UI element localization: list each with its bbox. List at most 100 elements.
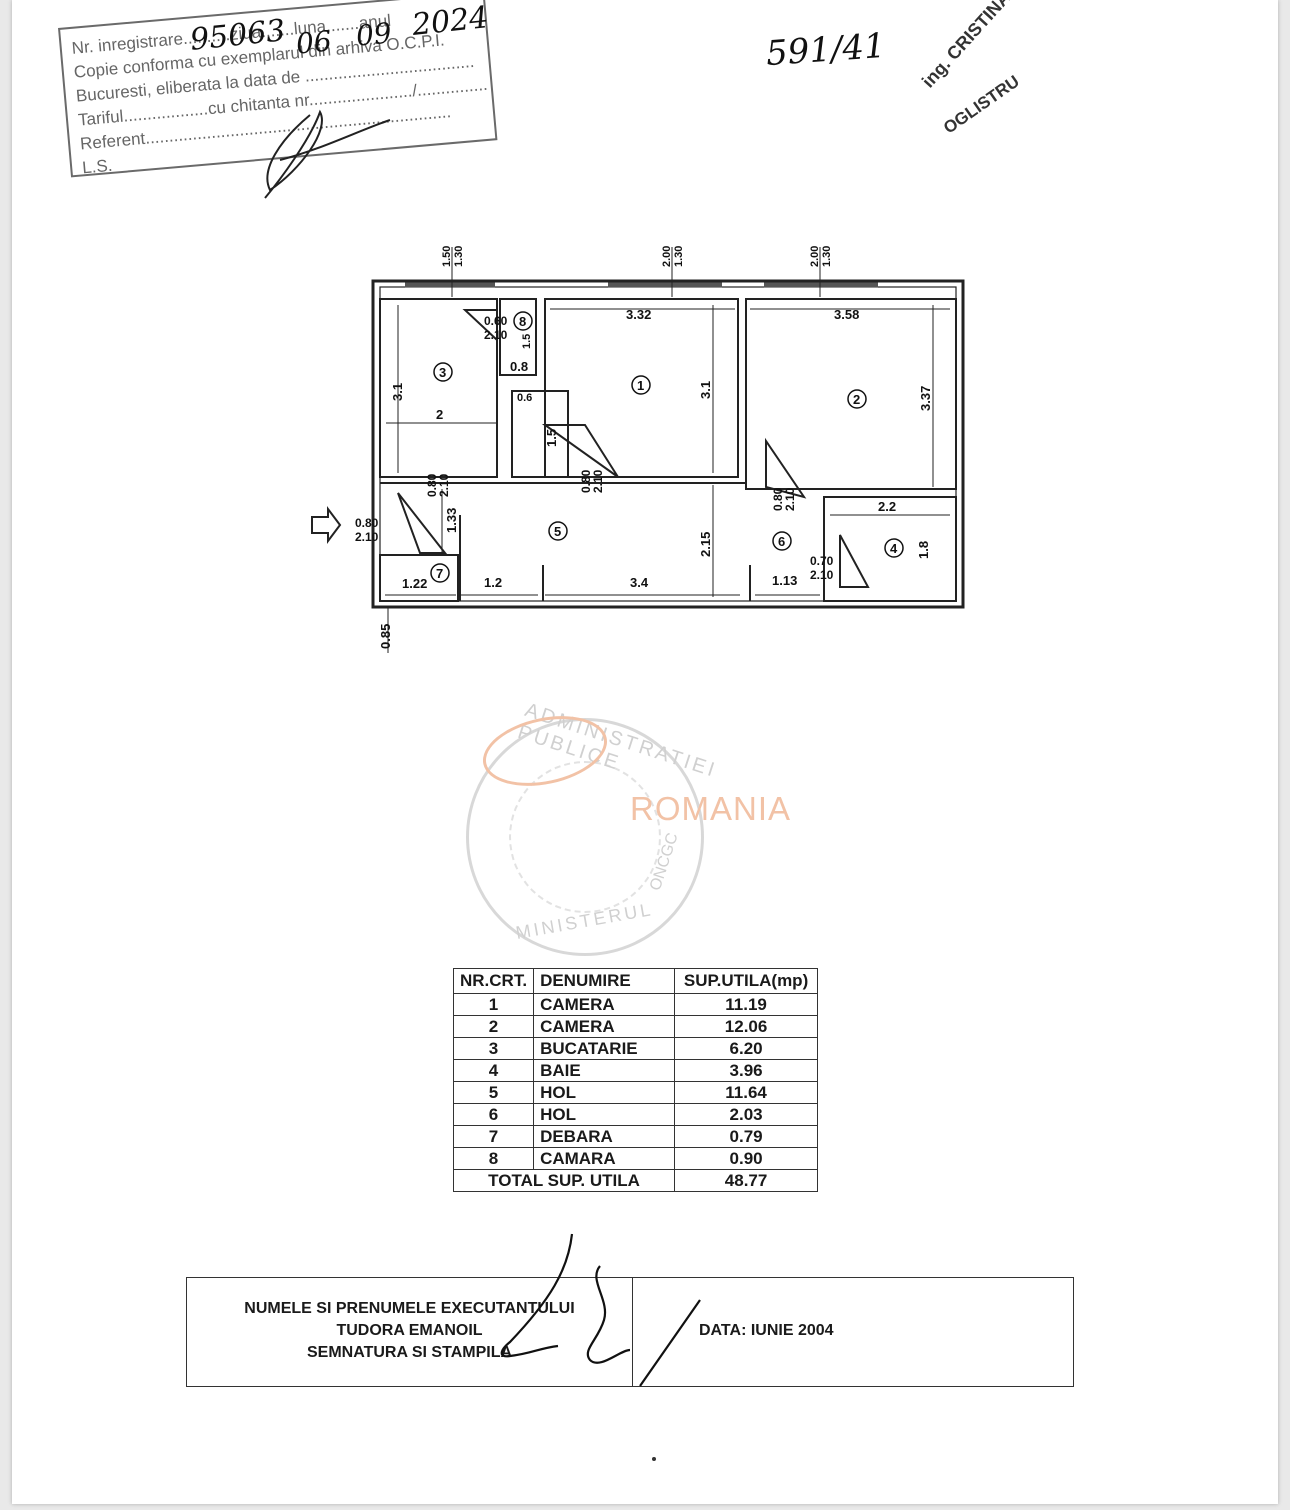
table-header-row: NR.CRT. DENUMIRE SUP.UTILA(mp) (452, 968, 819, 994)
row-area: 11.64 (674, 1081, 819, 1104)
watermark-text: ROMANIA (630, 790, 792, 827)
signature-label: SEMNATURA SI STAMPILA (306, 1344, 513, 1361)
door-bath-height: 2.10 (810, 568, 834, 582)
row-name: CAMERA (533, 1015, 676, 1038)
door-room1-height: 2.10 (591, 469, 605, 493)
dim-room2-depth: 3.37 (918, 386, 933, 411)
header-nr: NR.CRT. (452, 968, 535, 994)
row-nr: 4 (452, 1059, 535, 1082)
referent-signature (264, 109, 391, 199)
row-name: CAMARA (533, 1147, 676, 1170)
row-nr: 7 (452, 1125, 535, 1148)
window-2-width: 2.00 (661, 246, 673, 267)
door-kitchen-width: 0.80 (425, 473, 439, 497)
row-nr: 8 (452, 1147, 535, 1170)
dim-room1-width: 3.32 (626, 307, 651, 322)
page-dot (652, 1457, 656, 1461)
room-label-8: 8 (519, 314, 526, 329)
header-area: SUP.UTILA(mp) (674, 968, 819, 994)
executor-box: NUMELE SI PRENUMELE EXECUTANTULUI TUDORA… (186, 1277, 1074, 1387)
door-entrance-width: 0.80 (355, 516, 379, 530)
floor-plan: 3 1 2 4 5 6 7 8 1.50 1.30 2.00 1.30 2.00… (311, 246, 965, 653)
row-area: 3.96 (674, 1059, 819, 1082)
row-name: BAIE (533, 1059, 676, 1082)
row-nr: 5 (452, 1081, 535, 1104)
dim-closet-depth: 1.5 (544, 429, 559, 447)
dim-room2-width: 3.58 (834, 307, 859, 322)
window-1-height: 1.30 (453, 246, 465, 267)
door-room2-height: 2.10 (783, 487, 797, 511)
row-area: 0.90 (674, 1147, 819, 1170)
executor-signature (500, 1233, 701, 1387)
row-name: HOL (533, 1081, 676, 1104)
window-1-width: 1.50 (441, 246, 453, 267)
row-nr: 1 (452, 993, 535, 1016)
door-kitchen-height: 2.10 (437, 473, 451, 497)
row-area: 2.03 (674, 1103, 819, 1126)
table-total-row: TOTAL SUP. UTILA 48.77 (452, 1169, 819, 1192)
dim-camara-width: 0.8 (510, 359, 528, 374)
dim-entry-depth: 1.33 (444, 508, 459, 533)
dim-hall6-width: 1.13 (772, 573, 797, 588)
window-2-height: 1.30 (673, 246, 685, 267)
door-room2-width: 0.80 (771, 487, 785, 511)
row-name: BUCATARIE (533, 1037, 676, 1060)
handwritten-month: 09 (354, 16, 394, 53)
official-seal: ADMINISTRATIEI PUBLICE MINISTERUL ONCGC (466, 699, 720, 956)
dim-room1-depth: 3.1 (698, 381, 713, 399)
handwritten-day: 06 (294, 24, 334, 61)
reference-number: 591/41 (764, 25, 887, 75)
room-label-2: 2 (853, 392, 860, 407)
dim-debara-width: 1.22 (402, 576, 427, 591)
executor-info: NUMELE SI PRENUMELE EXECUTANTULUI TUDORA… (187, 1298, 632, 1364)
room-label-1: 1 (637, 378, 644, 393)
dim-wall-offset: 0.85 (378, 624, 393, 649)
dim-closet-width: 0.6 (517, 392, 532, 404)
dim-bath-width: 2.2 (878, 499, 896, 514)
row-name: DEBARA (533, 1125, 676, 1148)
room-label-5: 5 (554, 524, 561, 539)
header-name: DENUMIRE (533, 968, 676, 994)
door-entrance-height: 2.10 (355, 530, 379, 544)
row-nr: 3 (452, 1037, 535, 1060)
dim-hall-width: 3.4 (630, 575, 649, 590)
dim-kitchen-depth: 3.1 (390, 383, 405, 401)
dim-bath-depth: 1.8 (916, 541, 931, 559)
door-camara-height: 2.10 (484, 328, 508, 342)
room-label-3: 3 (439, 365, 446, 380)
row-area: 0.79 (674, 1125, 819, 1148)
door-bath-width: 0.70 (810, 554, 834, 568)
door-room1-width: 0.80 (579, 469, 593, 493)
room-label-4: 4 (890, 541, 898, 556)
row-nr: 6 (452, 1103, 535, 1126)
door-camara-width: 0.60 (484, 314, 508, 328)
dim-kitchen-width: 2 (436, 407, 443, 422)
row-name: HOL (533, 1103, 676, 1126)
row-area: 6.20 (674, 1037, 819, 1060)
window-3-height: 1.30 (821, 246, 833, 267)
row-area: 12.06 (674, 1015, 819, 1038)
dim-entry-width: 1.2 (484, 575, 502, 590)
dim-hall-depth: 2.15 (698, 532, 713, 557)
room-label-7: 7 (436, 566, 443, 581)
row-area: 11.19 (674, 993, 819, 1016)
room-label-6: 6 (778, 534, 785, 549)
dim-camara-depth: 1.5 (521, 334, 533, 349)
row-name: CAMERA (533, 993, 676, 1016)
total-label: TOTAL SUP. UTILA (452, 1169, 676, 1192)
executor-heading: NUMELE SI PRENUMELE EXECUTANTULUI (244, 1300, 575, 1317)
row-nr: 2 (452, 1015, 535, 1038)
window-3-width: 2.00 (809, 246, 821, 267)
executor-name: TUDORA EMANOIL (336, 1322, 483, 1339)
total-value: 48.77 (674, 1169, 819, 1192)
drawing-date: DATA: IUNIE 2004 (699, 1322, 834, 1339)
